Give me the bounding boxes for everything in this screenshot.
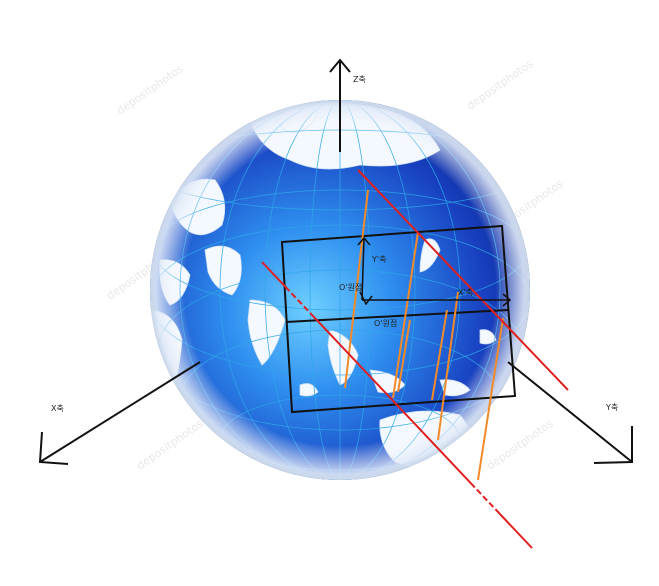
y-axis (507, 361, 633, 463)
y-axis-arrow-icon (593, 426, 633, 464)
x-axis (39, 361, 201, 463)
plane-mid-line (285, 309, 509, 323)
y-axis-label: Y축 (605, 403, 618, 412)
x-prime-axis-label: X'축 (458, 288, 473, 297)
watermark-text: depositphotos (134, 417, 206, 473)
plane-outline (280, 224, 517, 414)
z-axis-arrow-icon (329, 58, 351, 73)
watermark-text: depositphotos (464, 57, 536, 113)
plane-axes (357, 236, 512, 307)
y-prime-axis-label: Y'축 (371, 255, 386, 264)
projection-plane (280, 224, 517, 414)
x-axis-arrow-icon (38, 431, 69, 465)
x-axis-label: X축 (51, 404, 64, 413)
main-axes (38, 58, 633, 465)
origin-label: O'원점 (339, 282, 362, 292)
red-projection-lines (261, 169, 569, 549)
labels: Z축 X축 Y축 Y'축 X'축 O'원점 O'원점 (51, 75, 618, 413)
origin-marker-icon (359, 291, 373, 306)
watermark-text: depositphotos (114, 62, 186, 118)
watermark-text: depositphotos (484, 417, 556, 473)
z-axis-label: Z축 (353, 75, 366, 84)
origin-label-2: O'원점 (374, 318, 397, 328)
